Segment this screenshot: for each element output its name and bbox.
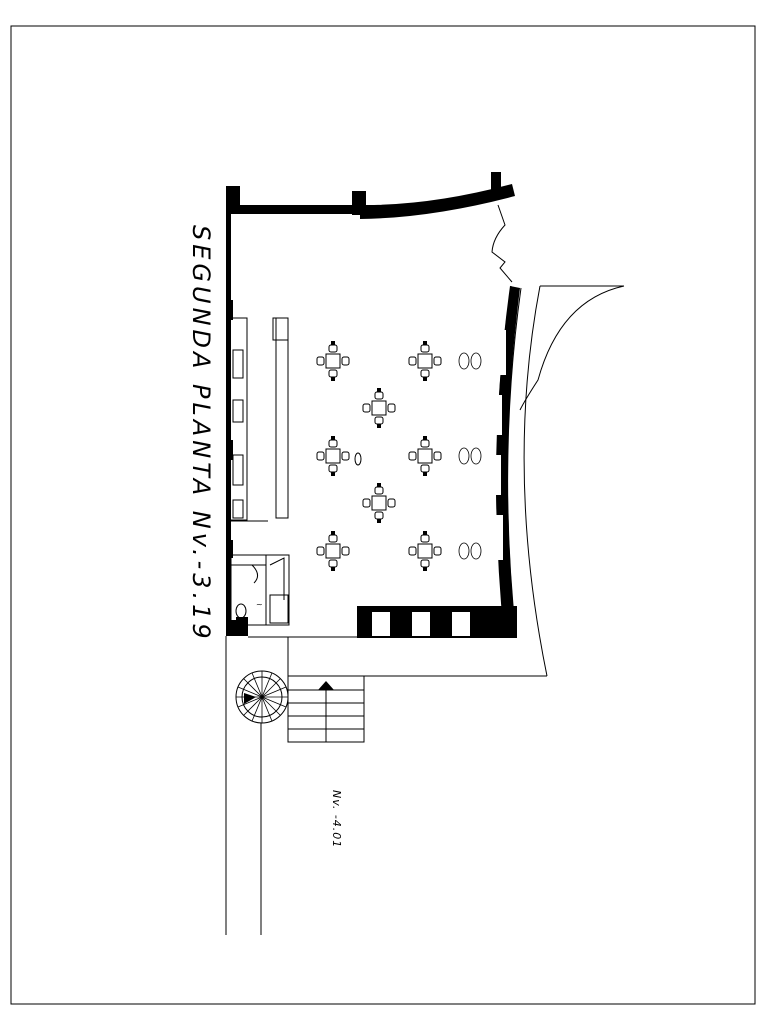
straight-stair [287, 675, 365, 743]
stair-tread [261, 696, 273, 722]
stair-arrow [318, 681, 334, 690]
stair-tread [261, 696, 281, 716]
stair-tread [237, 686, 263, 698]
exterior-walls [226, 172, 515, 636]
stair-tread [237, 696, 263, 708]
table-set [316, 530, 350, 572]
spiral-stair [235, 670, 289, 724]
service-rooms: ~ [230, 554, 290, 626]
stair-tread [261, 686, 287, 698]
level-label: Nv. -4.01 [330, 790, 343, 848]
curved-facade [493, 285, 625, 677]
table-set [316, 340, 350, 382]
bottom-wall [248, 606, 547, 677]
chair-pair [458, 352, 482, 370]
table-set [362, 387, 396, 429]
plan-title: SEGUNDA PLANTA Nv.-3.19 [187, 225, 215, 643]
lower-walls [225, 636, 289, 935]
table-set [408, 435, 442, 477]
table-sets [316, 340, 442, 572]
stair-tread [243, 678, 263, 698]
chair-pair [458, 542, 482, 560]
table-set [408, 530, 442, 572]
stair-tread [251, 672, 263, 698]
chair-pair [458, 447, 482, 465]
table-set [316, 435, 350, 477]
stair-tread [261, 696, 287, 708]
small-table [354, 452, 362, 466]
stair-tread [243, 696, 263, 716]
stair-tread [261, 672, 273, 698]
entry-door [491, 204, 513, 283]
svg-text:~: ~ [256, 600, 263, 609]
sheet-border [10, 25, 756, 1005]
stair-arrow [244, 693, 256, 704]
stair-tread [251, 696, 263, 722]
stair-tread [261, 678, 281, 698]
window-chairs [458, 352, 482, 560]
bar-counter [229, 317, 289, 522]
table-set [362, 482, 396, 524]
table-set [408, 340, 442, 382]
